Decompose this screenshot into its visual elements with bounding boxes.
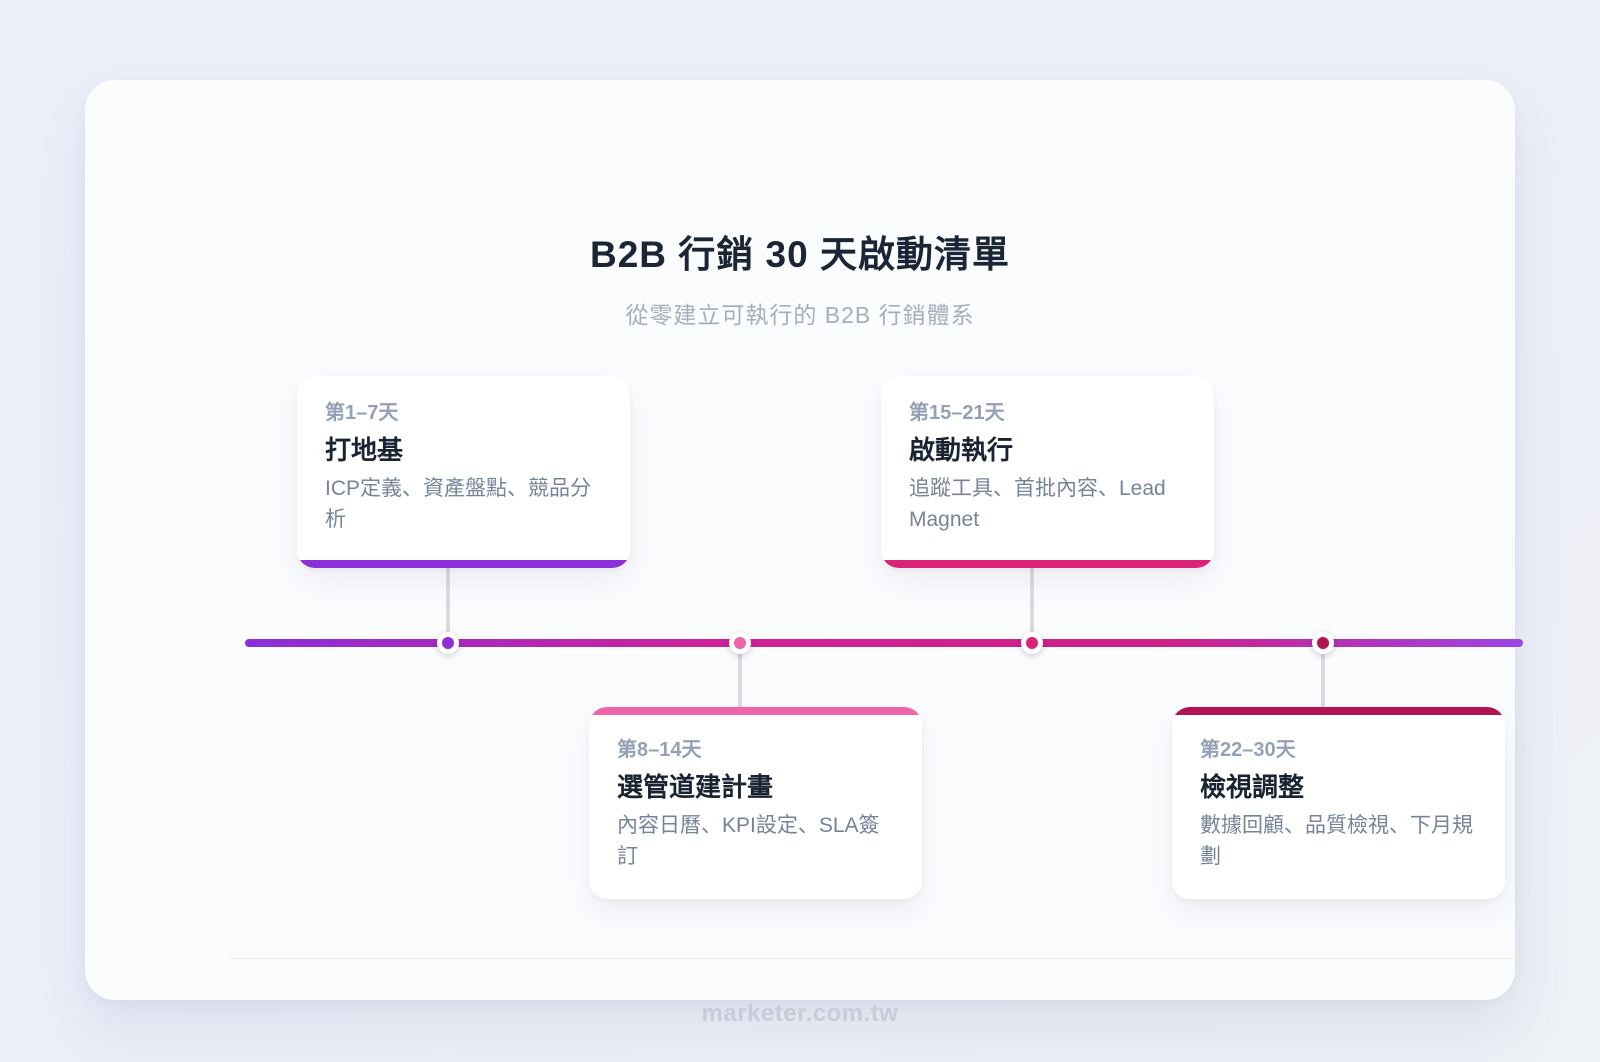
- timeline-card-phase-3: 第15–21天 啟動執行 追蹤工具、首批內容、Lead Magnet: [881, 376, 1214, 568]
- timeline-dot-phase-4: [1312, 632, 1334, 654]
- phase-4-title: 檢視調整: [1200, 772, 1305, 802]
- timeline-dot-inner: [1026, 637, 1038, 649]
- timeline-dot-phase-3: [1021, 632, 1043, 654]
- timeline-dot-phase-2: [729, 632, 751, 654]
- phase-3-title: 啟動執行: [909, 435, 1014, 465]
- phase-2-description: 內容日曆、KPI設定、SLA簽訂: [617, 814, 880, 868]
- timeline-dot-phase-1: [437, 632, 459, 654]
- phase-1-accent-bar: [297, 560, 630, 568]
- timeline-card-phase-4: 第22–30天 檢視調整 數據回顧、品質檢視、下月規劃: [1172, 707, 1505, 899]
- connector-phase-2: [738, 643, 742, 711]
- timeline-dot-inner: [442, 637, 454, 649]
- connector-phase-1: [446, 564, 450, 643]
- page-subtitle: 從零建立可執行的 B2B 行銷體系: [625, 302, 975, 328]
- timeline-bar: [245, 639, 1523, 647]
- phase-2-period-label: 第8–14天: [617, 739, 702, 761]
- timeline-card-phase-1: 第1–7天 打地基 ICP定義、資產盤點、競品分析: [297, 376, 630, 568]
- phase-3-description: 追蹤工具、首批內容、Lead Magnet: [909, 477, 1166, 531]
- connector-phase-3: [1030, 564, 1034, 643]
- connector-phase-4: [1321, 643, 1325, 711]
- footer-watermark: marketer.com.tw: [701, 1000, 899, 1027]
- page-title: B2B 行銷 30 天啟動清單: [589, 234, 1010, 275]
- timeline-dot-inner: [1317, 637, 1329, 649]
- phase-3-accent-bar: [881, 560, 1214, 568]
- phase-4-description: 數據回顧、品質檢視、下月規劃: [1200, 814, 1473, 868]
- footer-divider: [231, 958, 1539, 959]
- timeline-dot-inner: [734, 637, 746, 649]
- phase-4-accent-bar: [1172, 707, 1505, 715]
- phase-4-period-label: 第22–30天: [1200, 739, 1296, 761]
- phase-1-title: 打地基: [325, 435, 404, 465]
- content-panel: B2B 行銷 30 天啟動清單 從零建立可執行的 B2B 行銷體系 第1–7天 …: [85, 80, 1539, 1027]
- timeline-card-phase-2: 第8–14天 選管道建計畫 內容日曆、KPI設定、SLA簽訂: [589, 707, 922, 899]
- phase-3-period-label: 第15–21天: [909, 402, 1005, 424]
- phase-1-period-label: 第1–7天: [325, 402, 399, 424]
- phase-2-title: 選管道建計畫: [617, 772, 774, 802]
- phase-2-accent-bar: [589, 707, 922, 715]
- phase-1-description: ICP定義、資產盤點、競品分析: [325, 477, 592, 531]
